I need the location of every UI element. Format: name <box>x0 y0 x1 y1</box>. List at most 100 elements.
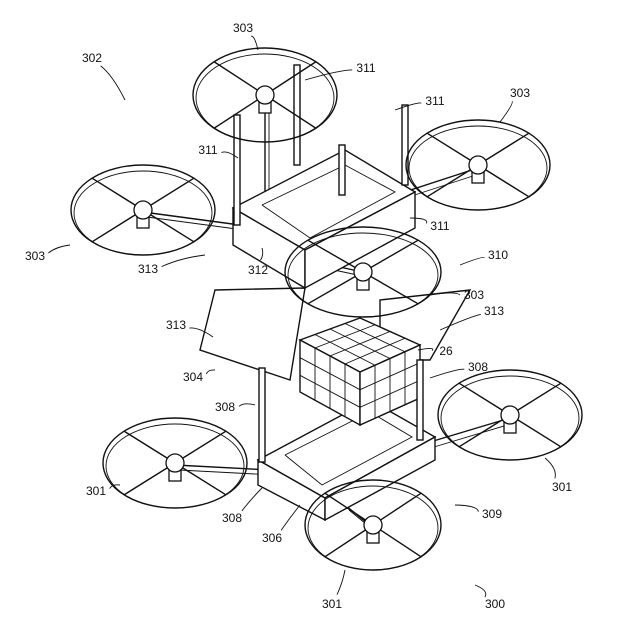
grid-line <box>329 331 391 357</box>
rotor-spoke <box>426 164 479 198</box>
grid-line <box>359 379 421 408</box>
propeller <box>192 47 338 143</box>
reference-label-301: 301 <box>322 597 342 611</box>
rotor-spoke <box>264 61 317 96</box>
rotor-spoke <box>307 239 364 273</box>
rotor-hub <box>500 405 520 425</box>
grid-line <box>344 323 406 353</box>
reference-label-311: 311 <box>356 61 375 75</box>
rotor-spoke <box>509 382 562 416</box>
post <box>401 104 409 186</box>
reference-label-26: 26 <box>439 344 453 358</box>
rotor-spoke <box>213 94 266 129</box>
rotor-spoke <box>91 209 144 243</box>
rotor-spoke <box>307 271 364 305</box>
reference-label-303: 303 <box>464 288 484 302</box>
propeller <box>70 164 216 256</box>
reference-label-308: 308 <box>222 511 242 525</box>
leader-line <box>459 256 485 266</box>
propeller <box>102 417 248 509</box>
leader-line <box>280 504 301 531</box>
rotor-spoke <box>142 177 195 211</box>
propeller <box>304 479 442 571</box>
rotor-spoke <box>509 414 562 448</box>
rotor-spoke <box>362 271 419 305</box>
leader-line <box>499 100 513 123</box>
rotor-hub <box>363 515 383 535</box>
leader-line <box>161 254 206 268</box>
lower-module-306 <box>256 399 437 522</box>
grid-line <box>299 374 361 408</box>
reference-label-300: 300 <box>485 597 505 611</box>
reference-label-301: 301 <box>552 480 572 494</box>
rotor-hub <box>468 155 488 175</box>
leader-line <box>544 457 556 479</box>
leader-line <box>454 504 479 512</box>
rotor-hub <box>255 85 275 105</box>
rotor-hub <box>353 262 373 282</box>
rotor-spoke <box>362 239 419 273</box>
reference-label-303: 303 <box>25 249 45 263</box>
post <box>233 114 241 226</box>
grid-line <box>359 362 421 391</box>
arm-edge <box>146 216 245 231</box>
rotor-ring-inner <box>195 53 335 143</box>
post <box>258 367 266 463</box>
post <box>416 359 424 441</box>
leader-line <box>250 35 259 51</box>
leader-line <box>439 313 481 331</box>
rotor-ring-inner <box>408 125 548 211</box>
rotor-spoke <box>458 382 511 416</box>
post <box>293 64 301 166</box>
reference-label-313: 313 <box>138 262 158 276</box>
reference-label-313: 313 <box>484 304 504 318</box>
leader-line <box>100 65 126 101</box>
rotor-spoke <box>213 61 266 96</box>
arm-edge <box>423 422 515 451</box>
arm <box>142 211 241 226</box>
propellers <box>70 47 583 571</box>
reference-label-303: 303 <box>510 86 530 100</box>
rotor-spoke <box>477 132 530 166</box>
rotor-spoke <box>174 430 227 464</box>
arm <box>174 464 271 471</box>
reference-label-309: 309 <box>482 507 502 521</box>
propeller <box>405 119 551 211</box>
reference-label-304: 304 <box>183 370 203 384</box>
rotor-spoke <box>123 462 176 496</box>
leader-line <box>417 347 434 351</box>
posts-311-308 <box>233 64 424 463</box>
rotor-ring-inner <box>73 170 213 256</box>
rotor-hub <box>165 453 185 473</box>
rotor-spoke <box>123 430 176 464</box>
post <box>338 144 346 196</box>
rotor-spoke <box>458 414 511 448</box>
leader-line <box>205 369 216 375</box>
reference-label-313: 313 <box>166 318 186 332</box>
leader-line <box>429 368 465 379</box>
reference-label-312: 312 <box>248 263 268 277</box>
reference-label-311: 311 <box>430 219 449 233</box>
rotor-ring-inner <box>440 375 580 461</box>
reference-label-308: 308 <box>468 360 488 374</box>
grid-line <box>299 357 361 391</box>
rotor-ring-inner <box>105 423 245 509</box>
rotor-ring-inner <box>287 232 439 318</box>
leader-line <box>394 102 422 111</box>
leader-line <box>260 247 264 261</box>
leader-line <box>48 244 71 254</box>
rotor-hub <box>133 200 153 220</box>
leader-line <box>189 327 214 338</box>
reference-label-306: 306 <box>262 531 282 545</box>
leader-line <box>241 487 263 512</box>
leader-line <box>429 292 461 296</box>
rotor-ring-inner <box>307 485 439 571</box>
reference-label-310: 310 <box>488 248 508 262</box>
rotor-spoke <box>142 209 195 243</box>
leader-line <box>238 403 256 407</box>
propeller <box>284 226 442 318</box>
propeller <box>437 369 583 461</box>
grid-line <box>344 337 406 365</box>
